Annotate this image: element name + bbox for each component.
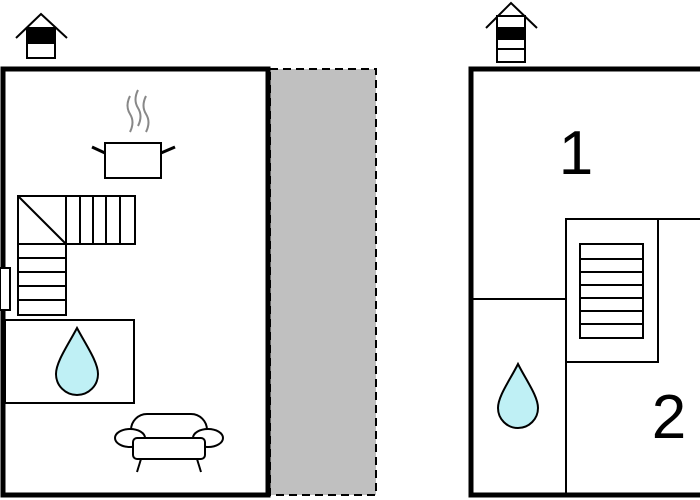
ground-bathroom [4, 319, 135, 404]
water-drop-icon [54, 325, 100, 396]
room-2-label: 2 [652, 383, 686, 452]
armchair-icon [114, 413, 224, 473]
house-icon [485, 1, 538, 63]
staircase-icon [17, 195, 136, 316]
entrance-door [0, 267, 11, 311]
staircase-icon [579, 243, 644, 339]
cooking-pot-icon [91, 89, 176, 179]
stairwell [565, 218, 659, 363]
water-drop-icon [496, 361, 540, 429]
house-icon [15, 12, 68, 59]
ground-floor-plan [0, 12, 377, 498]
terrace-area [269, 68, 377, 496]
upper-floor-walls [468, 66, 700, 498]
upper-floor-plan: 1 2 [468, 1, 700, 498]
room-1-label: 1 [559, 119, 593, 188]
